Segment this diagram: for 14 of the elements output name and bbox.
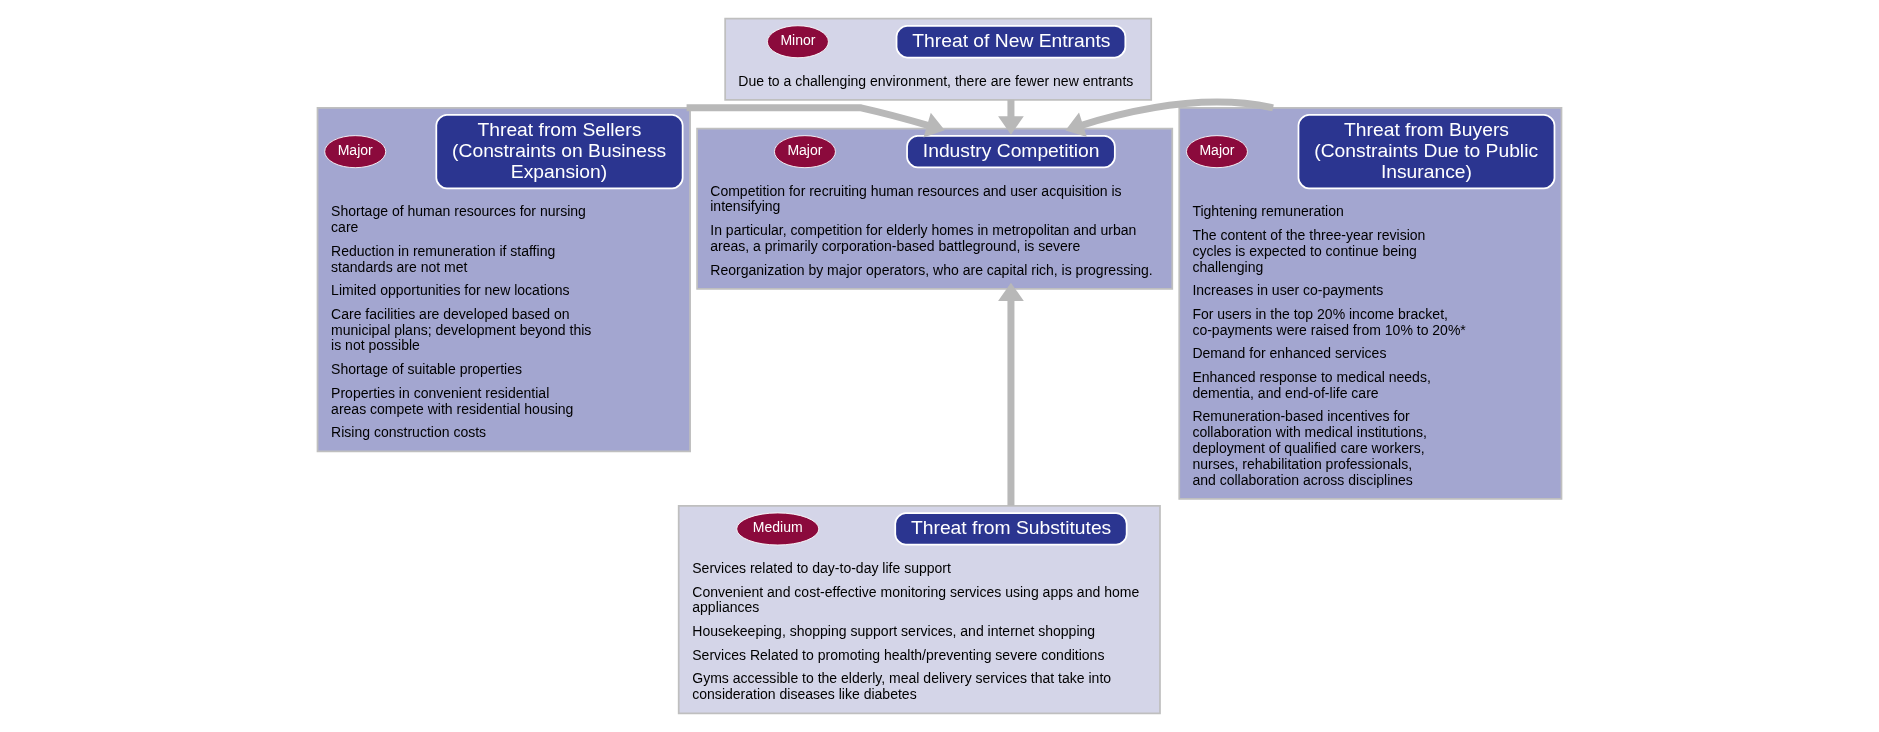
- arrow: [686, 104, 945, 138]
- node-box: Threat from Substitutes: [894, 512, 1128, 546]
- node-ellipse: Medium: [736, 512, 820, 546]
- arrow: [998, 282, 1024, 506]
- node-ellipse: Major: [324, 135, 387, 169]
- arrow: [1065, 98, 1274, 138]
- node-box: Threat from Sellers (Constraints on Business Expansion): [435, 113, 684, 190]
- node-ellipse: Major: [774, 135, 836, 169]
- node-box: Threat from Buyers (Constraints Due to Public Insurance): [1297, 113, 1556, 190]
- node-box: Industry Competition: [906, 135, 1116, 169]
- arrow: [998, 99, 1024, 135]
- node-ellipse: Minor: [766, 25, 829, 59]
- node-box: Threat of New Entrants: [895, 25, 1127, 59]
- node-ellipse: Major: [1186, 135, 1248, 169]
